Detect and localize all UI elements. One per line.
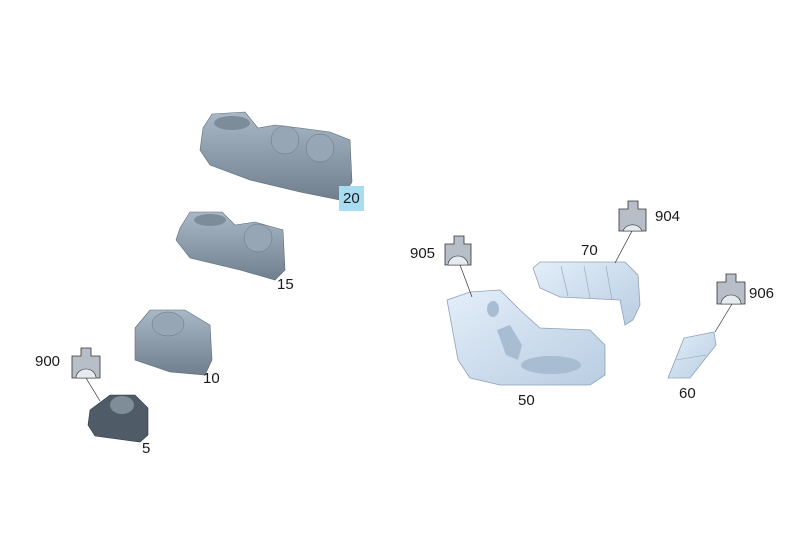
leader-lines xyxy=(85,230,733,402)
part-label-15[interactable]: 15 xyxy=(277,276,294,293)
connector-icon[interactable] xyxy=(716,273,746,305)
callout-label-900[interactable]: 900 xyxy=(35,353,61,370)
connector-icon[interactable] xyxy=(71,347,101,379)
part-70-switch-panel[interactable] xyxy=(532,261,641,326)
part-label-5[interactable]: 5 xyxy=(142,440,151,457)
part-label-70[interactable]: 70 xyxy=(581,242,598,259)
part-label-20[interactable]: 20 xyxy=(339,186,364,211)
part-5-switch[interactable] xyxy=(87,394,149,443)
part-50-seat-switch-panel[interactable] xyxy=(446,289,606,386)
callout-label-906[interactable]: 906 xyxy=(749,285,775,302)
part-20-window-switch[interactable] xyxy=(199,111,353,201)
part-60-switch-panel[interactable] xyxy=(667,331,717,379)
connector-icon[interactable] xyxy=(618,200,647,232)
callout-label-904[interactable]: 904 xyxy=(655,208,681,225)
part-label-60[interactable]: 60 xyxy=(679,385,696,402)
callout-label-905[interactable]: 905 xyxy=(410,245,436,262)
part-10-switch[interactable] xyxy=(134,309,213,376)
part-15-window-switch[interactable] xyxy=(175,211,286,281)
part-label-10[interactable]: 10 xyxy=(203,370,220,387)
part-label-50[interactable]: 50 xyxy=(518,392,535,409)
connector-icon[interactable] xyxy=(444,235,472,266)
